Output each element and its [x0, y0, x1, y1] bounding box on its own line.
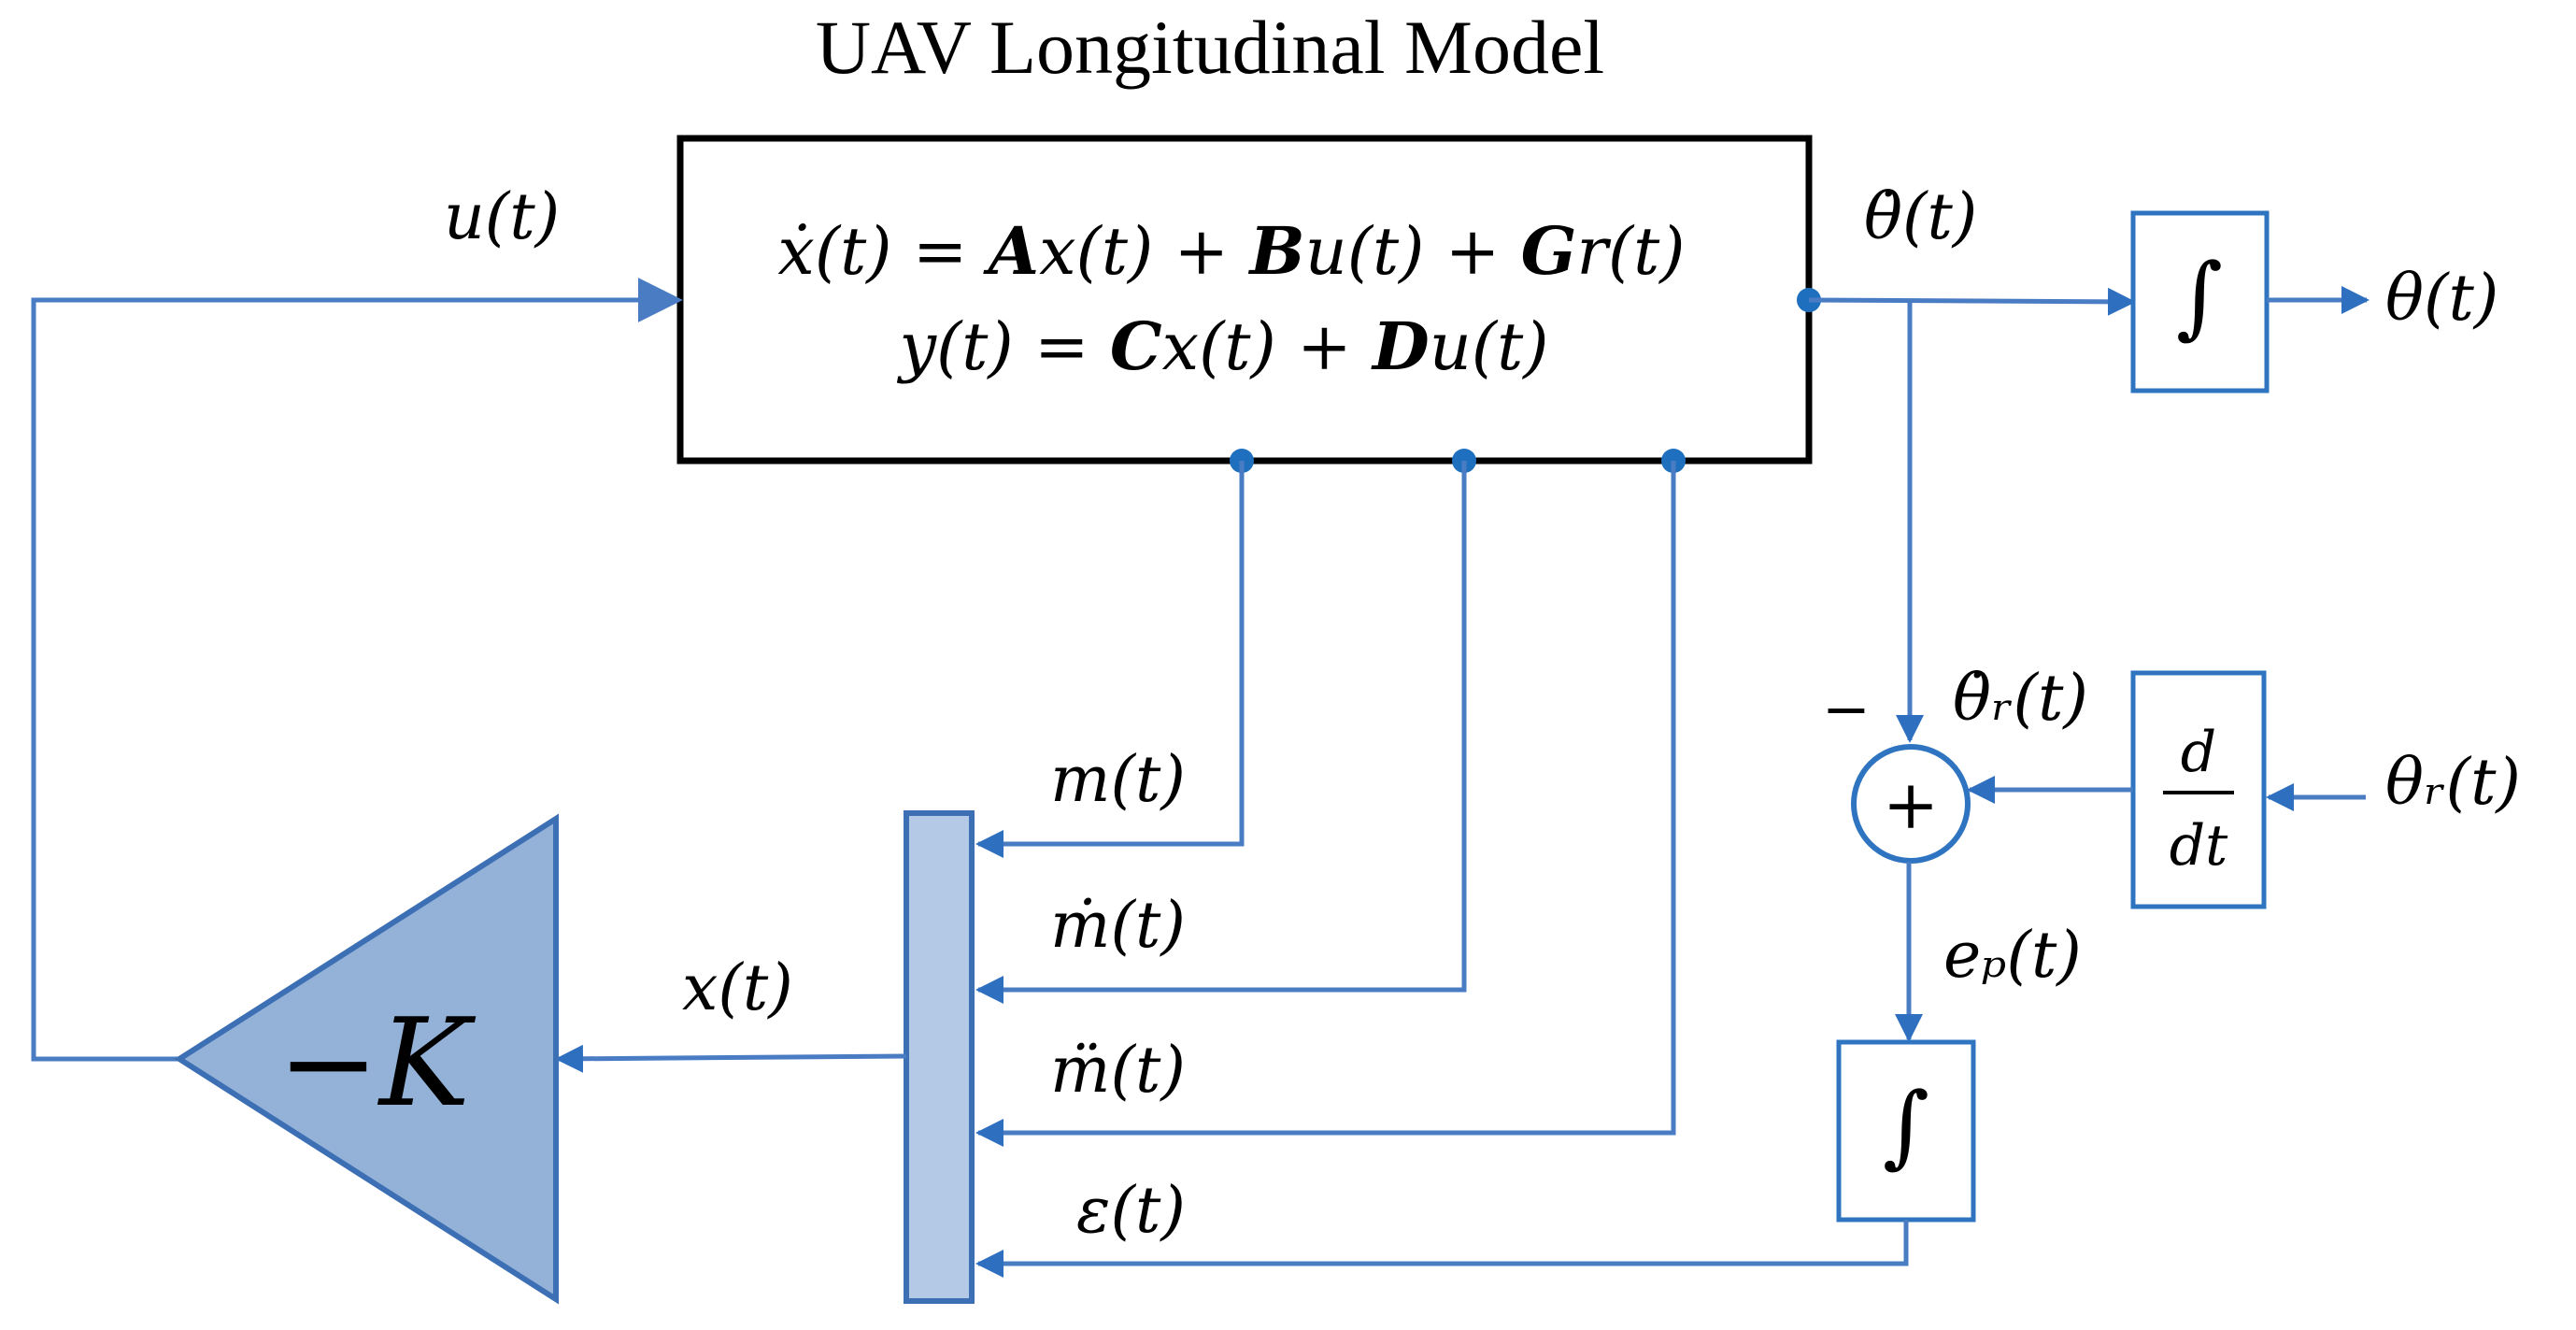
- derivative-block: [2130, 670, 2267, 909]
- label-theta-dot: θ̇(t): [1864, 180, 1977, 254]
- derivative-numerator: d: [2181, 720, 2216, 785]
- label-e-p: eₚ(t): [1943, 919, 2082, 993]
- integral-icon-error: ∫: [1883, 1073, 1929, 1178]
- integral-icon: ∫: [2176, 244, 2223, 349]
- label-m-dot: ṁ(t): [1050, 889, 1186, 963]
- gain-label: −K: [278, 992, 477, 1134]
- label-u: u(t): [444, 180, 560, 254]
- label-x: x(t): [682, 951, 793, 1025]
- derivative-denominator: dt: [2170, 813, 2228, 879]
- wire-x: [555, 1044, 907, 1073]
- label-m: m(t): [1050, 743, 1186, 817]
- label-m-ddot: m̈(t): [1050, 1034, 1186, 1108]
- summing-junction: [1851, 744, 1971, 864]
- wire-epsilon: [975, 1220, 1909, 1278]
- diagram-title: UAV Longitudinal Model: [816, 5, 1604, 90]
- label-epsilon: ε(t): [1076, 1174, 1186, 1248]
- mux-block: [904, 810, 975, 1304]
- state-equation: ẋ(t) = Ax(t) + Bu(t) + Gr(t): [777, 212, 1685, 290]
- wire-m-dot: [975, 461, 1467, 1004]
- label-theta: θ(t): [2385, 262, 2498, 336]
- feedback-wire-u: [31, 278, 683, 1062]
- label-theta-r-dot: θ̇ᵣ(t): [1953, 662, 2088, 736]
- wire-m: [975, 461, 1245, 858]
- wire-m-ddot: [975, 461, 1676, 1147]
- plus-icon: +: [1883, 765, 1939, 844]
- wire-theta-dot-to-integrator: [1808, 287, 2136, 316]
- state-space-model-block: [676, 135, 1813, 465]
- output-equation: y(t) = Cx(t) + Du(t): [896, 307, 1548, 385]
- gain-block: [174, 813, 559, 1305]
- label-minus-sign: −: [1822, 675, 1871, 743]
- label-theta-r: θᵣ(t): [2385, 746, 2521, 820]
